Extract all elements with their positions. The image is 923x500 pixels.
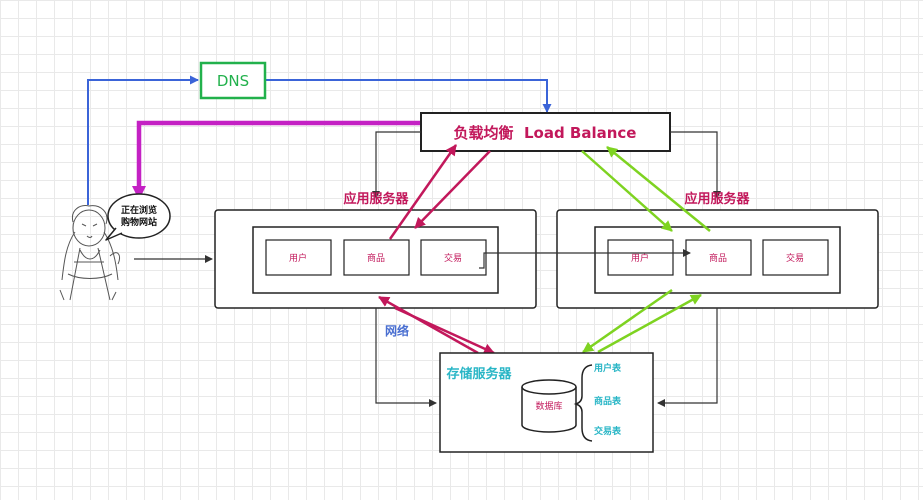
database-label: 数据库: [535, 400, 562, 412]
svg-text:交易: 交易: [786, 252, 804, 264]
storage-server: 存储服务器 数据库 用户表 商品表 交易表: [439, 352, 654, 453]
table-user: 用户表: [593, 362, 622, 374]
svg-text:交易: 交易: [444, 252, 462, 264]
app-server-right: 应用服务器 用户 商品 交易: [556, 191, 879, 309]
svg-text:用户: 用户: [289, 252, 307, 264]
left-server-storage-arrows: [378, 295, 495, 355]
svg-text:用户: 用户: [631, 252, 649, 264]
module-product-right: 商品: [685, 239, 752, 276]
network-label: 网络: [385, 323, 409, 338]
table-product: 商品表: [594, 395, 622, 407]
module-trade-left: 交易: [420, 239, 487, 276]
app-server-right-title: 应用服务器: [684, 191, 750, 207]
storage-title: 存储服务器: [446, 366, 512, 382]
table-brace: [573, 364, 593, 442]
right-server-storage-arrows: [582, 288, 702, 354]
module-user-right: 用户: [607, 239, 674, 276]
database-icon: [521, 379, 577, 433]
bubble-line-1: 正在浏览: [121, 204, 157, 216]
svg-text:商品: 商品: [709, 252, 727, 264]
user-illustration: [59, 205, 121, 301]
lb-left-server-arrows: [388, 144, 491, 240]
user-speech-bubble: 正在浏览 购物网站: [105, 193, 171, 241]
app-server-left: 应用服务器 用户 商品 交易: [214, 191, 537, 309]
dns-lookup-arrows: [87, 75, 552, 205]
response-arrow: [132, 120, 420, 200]
module-user-left: 用户: [265, 239, 332, 276]
load-balancer-label: 负载均衡 Load Balance: [454, 124, 637, 142]
module-trade-right: 交易: [762, 239, 829, 276]
lb-to-servers-arrows: [372, 131, 721, 199]
trade-to-product-call-arrow: [479, 249, 691, 269]
load-balancer-node: 负载均衡 Load Balance: [420, 112, 671, 152]
lb-right-server-arrows: [581, 146, 711, 232]
network-lines: [375, 308, 718, 407]
dns-node: DNS: [199, 61, 267, 100]
bubble-line-2: 购物网站: [121, 216, 157, 228]
app-server-left-title: 应用服务器: [343, 191, 409, 207]
dns-label: DNS: [217, 72, 249, 90]
module-product-left: 商品: [343, 239, 410, 276]
table-trade: 交易表: [594, 425, 622, 437]
svg-text:商品: 商品: [367, 252, 385, 264]
